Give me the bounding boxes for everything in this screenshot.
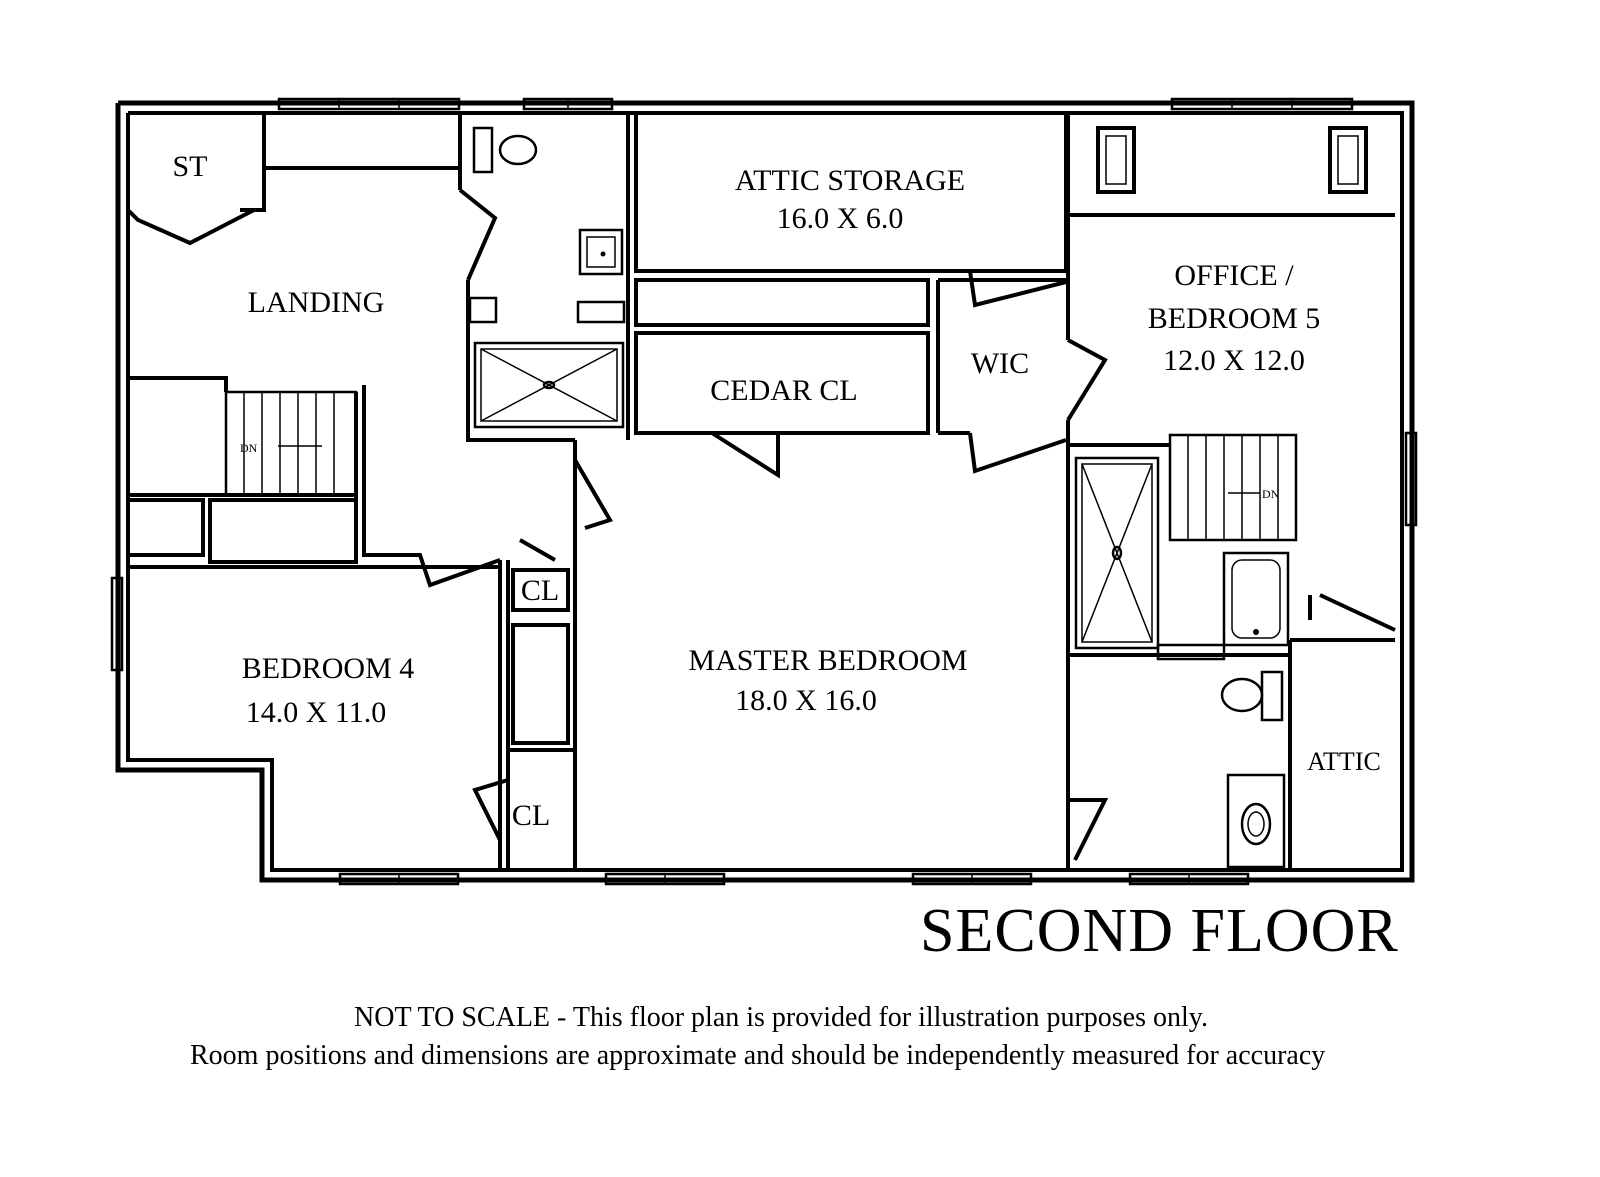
- room-attic-label: ATTIC: [1307, 747, 1381, 776]
- room-landing-label: LANDING: [248, 286, 385, 319]
- stair-left-dn-label: DN: [240, 441, 258, 455]
- windows: [110, 97, 1418, 886]
- room-cl-upper-label: CL: [521, 574, 559, 607]
- room-cl-lower-label: CL: [512, 799, 550, 832]
- room-wic-label: WIC: [971, 347, 1029, 380]
- stair-left: [224, 390, 358, 497]
- interior-walls: [126, 111, 1396, 870]
- room-office-dims: 12.0 X 12.0: [1163, 344, 1305, 377]
- room-cedar-cl-label: CEDAR CL: [710, 374, 858, 407]
- disclaimer-line-2: Room positions and dimensions are approx…: [190, 1040, 1326, 1071]
- stair-right-dn-label: DN: [1262, 487, 1280, 501]
- room-bedroom4-label: BEDROOM 4: [242, 652, 415, 685]
- room-master-label: MASTER BEDROOM: [688, 644, 967, 677]
- room-bedroom4-dims: 14.0 X 11.0: [246, 696, 387, 729]
- disclaimer-line-1: NOT TO SCALE - This floor plan is provid…: [354, 1002, 1208, 1033]
- bath-fixtures: [468, 126, 1290, 869]
- stair-right: [1168, 433, 1298, 542]
- room-attic-storage-dims: 16.0 X 6.0: [777, 202, 904, 235]
- room-office-label-line1: OFFICE /: [1174, 259, 1294, 292]
- floor-title: SECOND FLOOR: [920, 897, 1399, 965]
- room-st-label: ST: [172, 150, 207, 183]
- room-office-label-line2: BEDROOM 5: [1148, 302, 1321, 335]
- room-attic-storage-label: ATTIC STORAGE: [735, 164, 965, 197]
- exterior-walls: [115, 100, 1415, 883]
- room-master-dims: 18.0 X 16.0: [735, 684, 877, 717]
